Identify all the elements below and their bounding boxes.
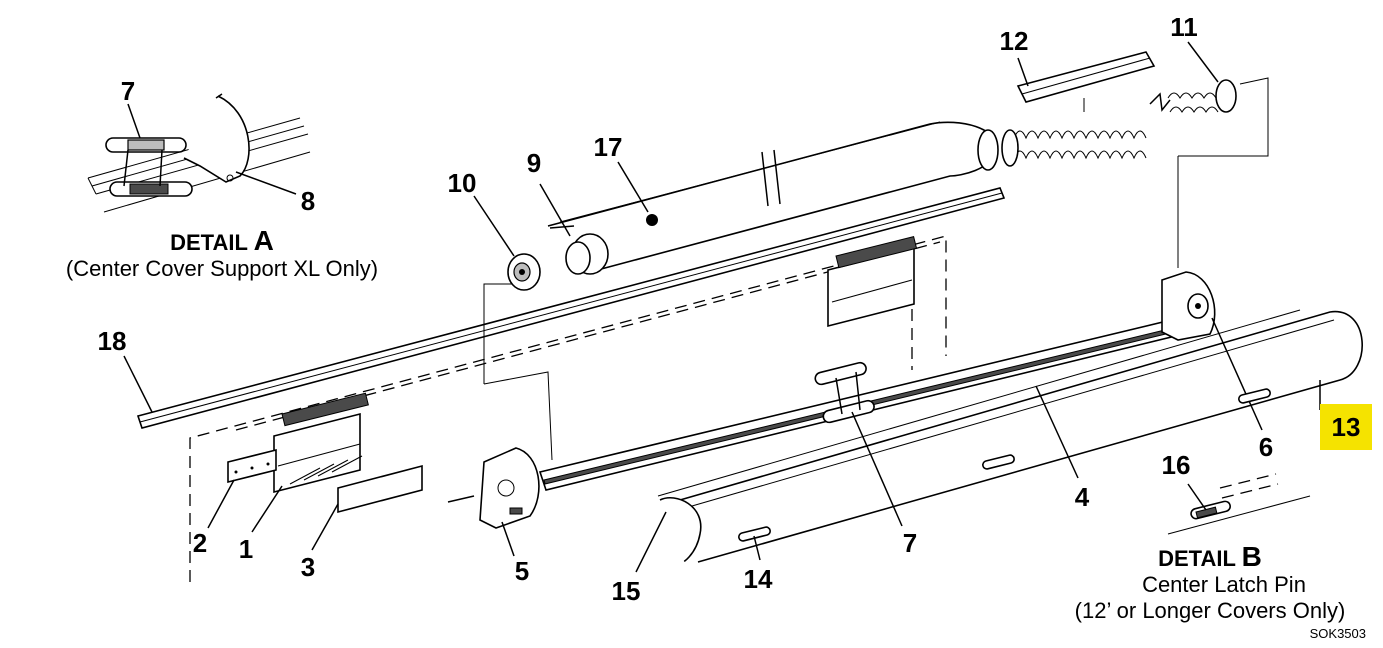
leader-line-8 xyxy=(235,171,297,195)
fastener-screws xyxy=(289,455,363,485)
detail-b-line1: Center Latch Pin xyxy=(1142,572,1306,597)
part-14-latch-slots xyxy=(738,388,1271,542)
detail-a-title: DETAIL A xyxy=(170,225,274,256)
callout-9: 9 xyxy=(527,148,541,178)
callout-11: 11 xyxy=(1170,12,1198,42)
part-17-roller-tube xyxy=(547,121,999,273)
leader-line-6 xyxy=(1211,317,1263,431)
leader-line-11 xyxy=(1187,41,1219,83)
leader-line-10 xyxy=(473,195,515,257)
callout-13-highlight xyxy=(1320,404,1372,450)
leader-line-15 xyxy=(635,511,667,573)
part-9-end-cap xyxy=(549,225,609,275)
callout-5: 5 xyxy=(515,556,529,586)
leader-line-9 xyxy=(539,183,571,237)
callout-12: 12 xyxy=(1000,26,1029,56)
callout-10: 10 xyxy=(448,168,477,198)
leader-line-1 xyxy=(251,485,283,533)
callout-7-detail: 7 xyxy=(121,76,135,106)
part-1-bracket xyxy=(273,392,369,494)
detail-b-line2: (12’ or Longer Covers Only) xyxy=(1075,598,1346,623)
leader-line-2 xyxy=(207,479,235,529)
upper-bracket xyxy=(827,236,918,328)
callout-4: 4 xyxy=(1075,482,1090,512)
leader-line-17 xyxy=(617,161,649,213)
leader-line-18 xyxy=(123,355,153,413)
part-11-spring xyxy=(1001,79,1237,167)
leader-line-12 xyxy=(1017,57,1029,87)
leader-line-3 xyxy=(311,503,339,551)
callout-2: 2 xyxy=(193,528,207,558)
part-13-cover xyxy=(657,309,1363,563)
part-12-channel xyxy=(1016,51,1156,103)
callout-1: 1 xyxy=(239,534,253,564)
leader-line-14 xyxy=(753,535,761,561)
leader-line-16 xyxy=(1187,483,1207,511)
callout-14: 14 xyxy=(744,564,773,594)
leader-line-7b xyxy=(851,411,903,527)
detail-a-illustration xyxy=(87,93,311,213)
callout-13: 13 xyxy=(1332,412,1361,442)
callout-17: 17 xyxy=(594,132,623,162)
leader-line-5 xyxy=(501,521,515,557)
detail-a-subtitle: (Center Cover Support XL Only) xyxy=(66,256,378,281)
callout-3: 3 xyxy=(301,552,315,582)
callout-7: 7 xyxy=(903,528,917,558)
leader-line-4 xyxy=(1035,385,1079,479)
callout-15: 15 xyxy=(612,576,641,606)
part-18-rail xyxy=(136,187,1006,429)
callout-18: 18 xyxy=(98,326,127,356)
part-5-end-cap xyxy=(447,447,540,529)
leader-line-7a xyxy=(127,103,141,139)
drawing-id: SOK3503 xyxy=(1310,626,1366,641)
callout-6: 6 xyxy=(1259,432,1273,462)
part-2-plate xyxy=(227,448,277,484)
detail-b-illustration xyxy=(1167,473,1311,535)
detail-b-title: DETAIL B xyxy=(1158,541,1262,572)
part-10-bearing xyxy=(507,253,541,291)
part-6-end-cap xyxy=(1161,271,1216,341)
callout-8: 8 xyxy=(301,186,315,216)
callout-16: 16 xyxy=(1162,450,1191,480)
part-7-center-support xyxy=(814,361,875,424)
